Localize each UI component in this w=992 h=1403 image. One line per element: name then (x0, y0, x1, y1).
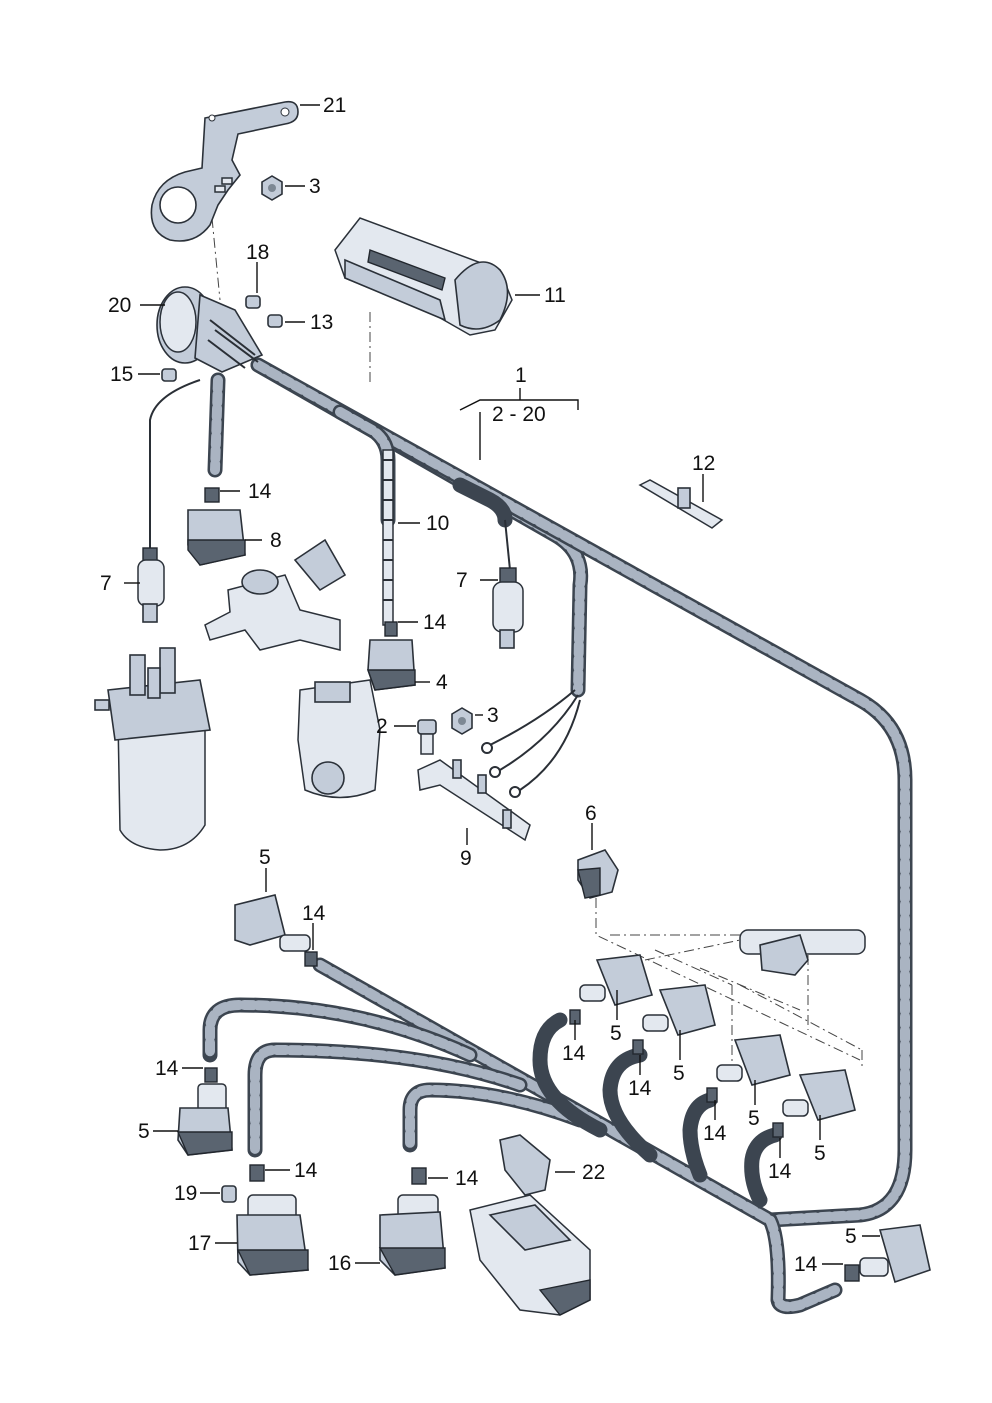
injector-connector-3 (706, 1034, 791, 1103)
relay-cover-11 (334, 217, 513, 336)
connector-5-upper-left (234, 894, 318, 967)
callout-5-a: 5 (259, 846, 271, 869)
ground-strip-9 (417, 759, 531, 842)
callout-5-e: 5 (814, 1142, 826, 1165)
callout-2-20: 2 - 20 (492, 403, 546, 426)
callout-5-f: 5 (138, 1120, 150, 1143)
callout-14-e: 14 (628, 1077, 652, 1100)
connector-5-left (176, 1067, 233, 1156)
callout-7-right: 7 (456, 569, 468, 592)
callout-14-j: 14 (455, 1167, 479, 1190)
callout-5-g: 5 (845, 1225, 857, 1248)
callout-labels: 21 3 18 20 13 11 15 1 2 - 20 14 10 12 8 … (100, 94, 857, 1276)
temperature-sensor-7-left (137, 547, 165, 623)
callout-6: 6 (585, 802, 597, 825)
callout-1: 1 (515, 364, 527, 387)
callout-8: 8 (270, 529, 282, 552)
callout-7-left: 7 (100, 572, 112, 595)
callout-14-i: 14 (294, 1159, 318, 1182)
control-module (469, 1194, 591, 1316)
wire-10 (382, 449, 394, 626)
callout-14-k: 14 (794, 1253, 818, 1276)
callout-14-f: 14 (703, 1122, 727, 1145)
callout-9: 9 (460, 847, 472, 870)
callout-14-a: 14 (248, 480, 272, 503)
callout-11: 11 (544, 284, 566, 307)
connector-17 (236, 1164, 309, 1276)
callout-15: 15 (110, 363, 133, 386)
callout-5-b: 5 (610, 1022, 622, 1045)
callout-2: 2 (376, 715, 388, 738)
callout-14-g: 14 (768, 1160, 792, 1183)
callout-3-upper: 3 (309, 175, 321, 198)
sensor-wire-left (149, 379, 201, 550)
hex-nut-3-lower (451, 707, 473, 735)
ignition-coil (94, 647, 211, 851)
callout-14-d: 14 (562, 1042, 586, 1065)
bracket-22 (499, 1134, 551, 1196)
sensor-6 (577, 849, 619, 899)
injector-connector-4 (772, 1069, 856, 1138)
coolant-flange (204, 538, 347, 651)
callout-14-b: 14 (423, 611, 447, 634)
bolt-2 (417, 719, 437, 755)
connector-4 (367, 621, 416, 691)
callout-5-c: 5 (673, 1062, 685, 1085)
distributor (297, 679, 381, 799)
callout-22: 22 (582, 1161, 605, 1184)
plug-19 (221, 1185, 237, 1203)
injector-connector-2 (632, 984, 716, 1055)
injector-valve (739, 929, 866, 976)
hex-nut-3-upper (261, 175, 283, 201)
callout-19: 19 (174, 1182, 197, 1205)
plug-13 (267, 314, 283, 328)
mounting-bracket-21 (150, 100, 299, 242)
callout-14-c: 14 (302, 902, 326, 925)
connector-5-lower-right (844, 1224, 931, 1284)
callout-18: 18 (246, 241, 269, 264)
connector-8 (187, 487, 246, 566)
callout-10: 10 (426, 512, 449, 535)
main-wiring-harness (207, 357, 913, 1228)
connector-16 (378, 1167, 446, 1276)
connector-housing-20 (156, 286, 264, 373)
callout-3-lower: 3 (487, 704, 499, 727)
callout-14-h: 14 (155, 1057, 179, 1080)
callout-21: 21 (323, 94, 346, 117)
clip-12 (638, 479, 724, 529)
callout-20: 20 (108, 294, 131, 317)
plug-15 (161, 368, 177, 382)
callout-16: 16 (328, 1252, 351, 1275)
plug-18 (245, 295, 261, 309)
callout-5-d: 5 (748, 1107, 760, 1130)
callout-13: 13 (310, 311, 333, 334)
ground-wires (481, 689, 581, 798)
callout-17: 17 (188, 1232, 211, 1255)
guide-lines (211, 217, 863, 1080)
leader-lines (124, 104, 880, 1265)
callout-4: 4 (436, 671, 448, 694)
injector-connectors-5 (569, 954, 856, 1138)
injector-connector-1 (569, 954, 654, 1025)
lower-wiring-harness (202, 957, 843, 1315)
temperature-sensor-7-right (492, 519, 524, 649)
callout-12: 12 (692, 452, 715, 475)
